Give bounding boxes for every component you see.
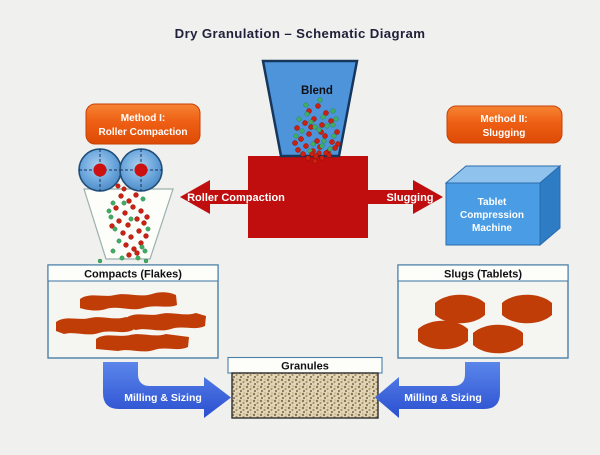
slugging-arrow-label: Slugging xyxy=(386,192,433,204)
diagram-title: Dry Granulation – Schematic Diagram xyxy=(175,26,426,41)
machine-front-face xyxy=(445,182,541,246)
flake-shape xyxy=(80,292,177,311)
roller-compactor xyxy=(78,148,174,264)
tablet-shape xyxy=(473,324,523,354)
compacts-box: Compacts (Flakes) xyxy=(47,264,219,359)
milling-sizing-arrow-left: Milling & Sizing xyxy=(103,362,231,418)
compacts-box-title: Compacts (Flakes) xyxy=(84,269,182,281)
slugs-box-title: Slugs (Tablets) xyxy=(444,269,522,281)
slugs-box-header xyxy=(397,264,569,282)
granules-box: Granules xyxy=(227,356,383,419)
flake-shape xyxy=(126,313,206,331)
blend-particles xyxy=(292,97,341,159)
hopper-spill-particles xyxy=(305,150,329,164)
roller-compaction-arrow xyxy=(180,180,249,214)
roller-left xyxy=(78,148,122,192)
roller-right-axle xyxy=(134,163,148,177)
tablet-shape xyxy=(502,294,552,324)
granules-texture xyxy=(231,372,379,419)
method2-line1: Method II: xyxy=(480,114,527,125)
granules-box-title: Granules xyxy=(281,361,329,373)
method1-line2: Roller Compaction xyxy=(99,127,188,138)
milling-right-label: Milling & Sizing xyxy=(404,392,482,404)
milling-left-shape xyxy=(103,362,231,418)
process-box xyxy=(180,156,443,238)
roller-right xyxy=(119,148,163,192)
slugging-arrow xyxy=(367,180,443,214)
tablet-shape xyxy=(418,320,468,350)
method1-badge: Method I: Roller Compaction xyxy=(85,103,201,145)
machine-line1: Tablet xyxy=(478,197,507,208)
machine-line2: Compression xyxy=(460,210,524,221)
milling-sizing-arrow-right: Milling & Sizing xyxy=(375,362,500,418)
flake-shape xyxy=(96,334,189,352)
roller-left-axle xyxy=(93,163,107,177)
milling-left-label: Milling & Sizing xyxy=(124,392,202,404)
method1-line1: Method I: xyxy=(121,113,165,124)
blend-hopper: Blend xyxy=(261,59,359,164)
tablet-compression-machine: Tablet Compression Machine xyxy=(444,164,562,247)
compactor-particles xyxy=(97,183,151,264)
machine-line3: Machine xyxy=(472,223,512,234)
tablet-shapes xyxy=(418,294,552,354)
method2-line2: Slugging xyxy=(483,128,526,139)
method1-badge-shape xyxy=(85,103,201,145)
tablet-shape xyxy=(435,294,485,324)
compacts-box-header xyxy=(47,264,219,282)
milling-right-shape xyxy=(375,362,500,418)
method2-badge-shape xyxy=(446,105,563,144)
process-box-shape xyxy=(248,156,368,238)
slugs-box: Slugs (Tablets) xyxy=(397,264,569,359)
flake-shapes xyxy=(56,292,206,352)
roller-compaction-arrow-label: Roller Compaction xyxy=(187,192,285,204)
method2-badge: Method II: Slugging xyxy=(446,105,563,144)
flake-shape xyxy=(56,317,134,335)
blend-label: Blend xyxy=(301,85,333,97)
